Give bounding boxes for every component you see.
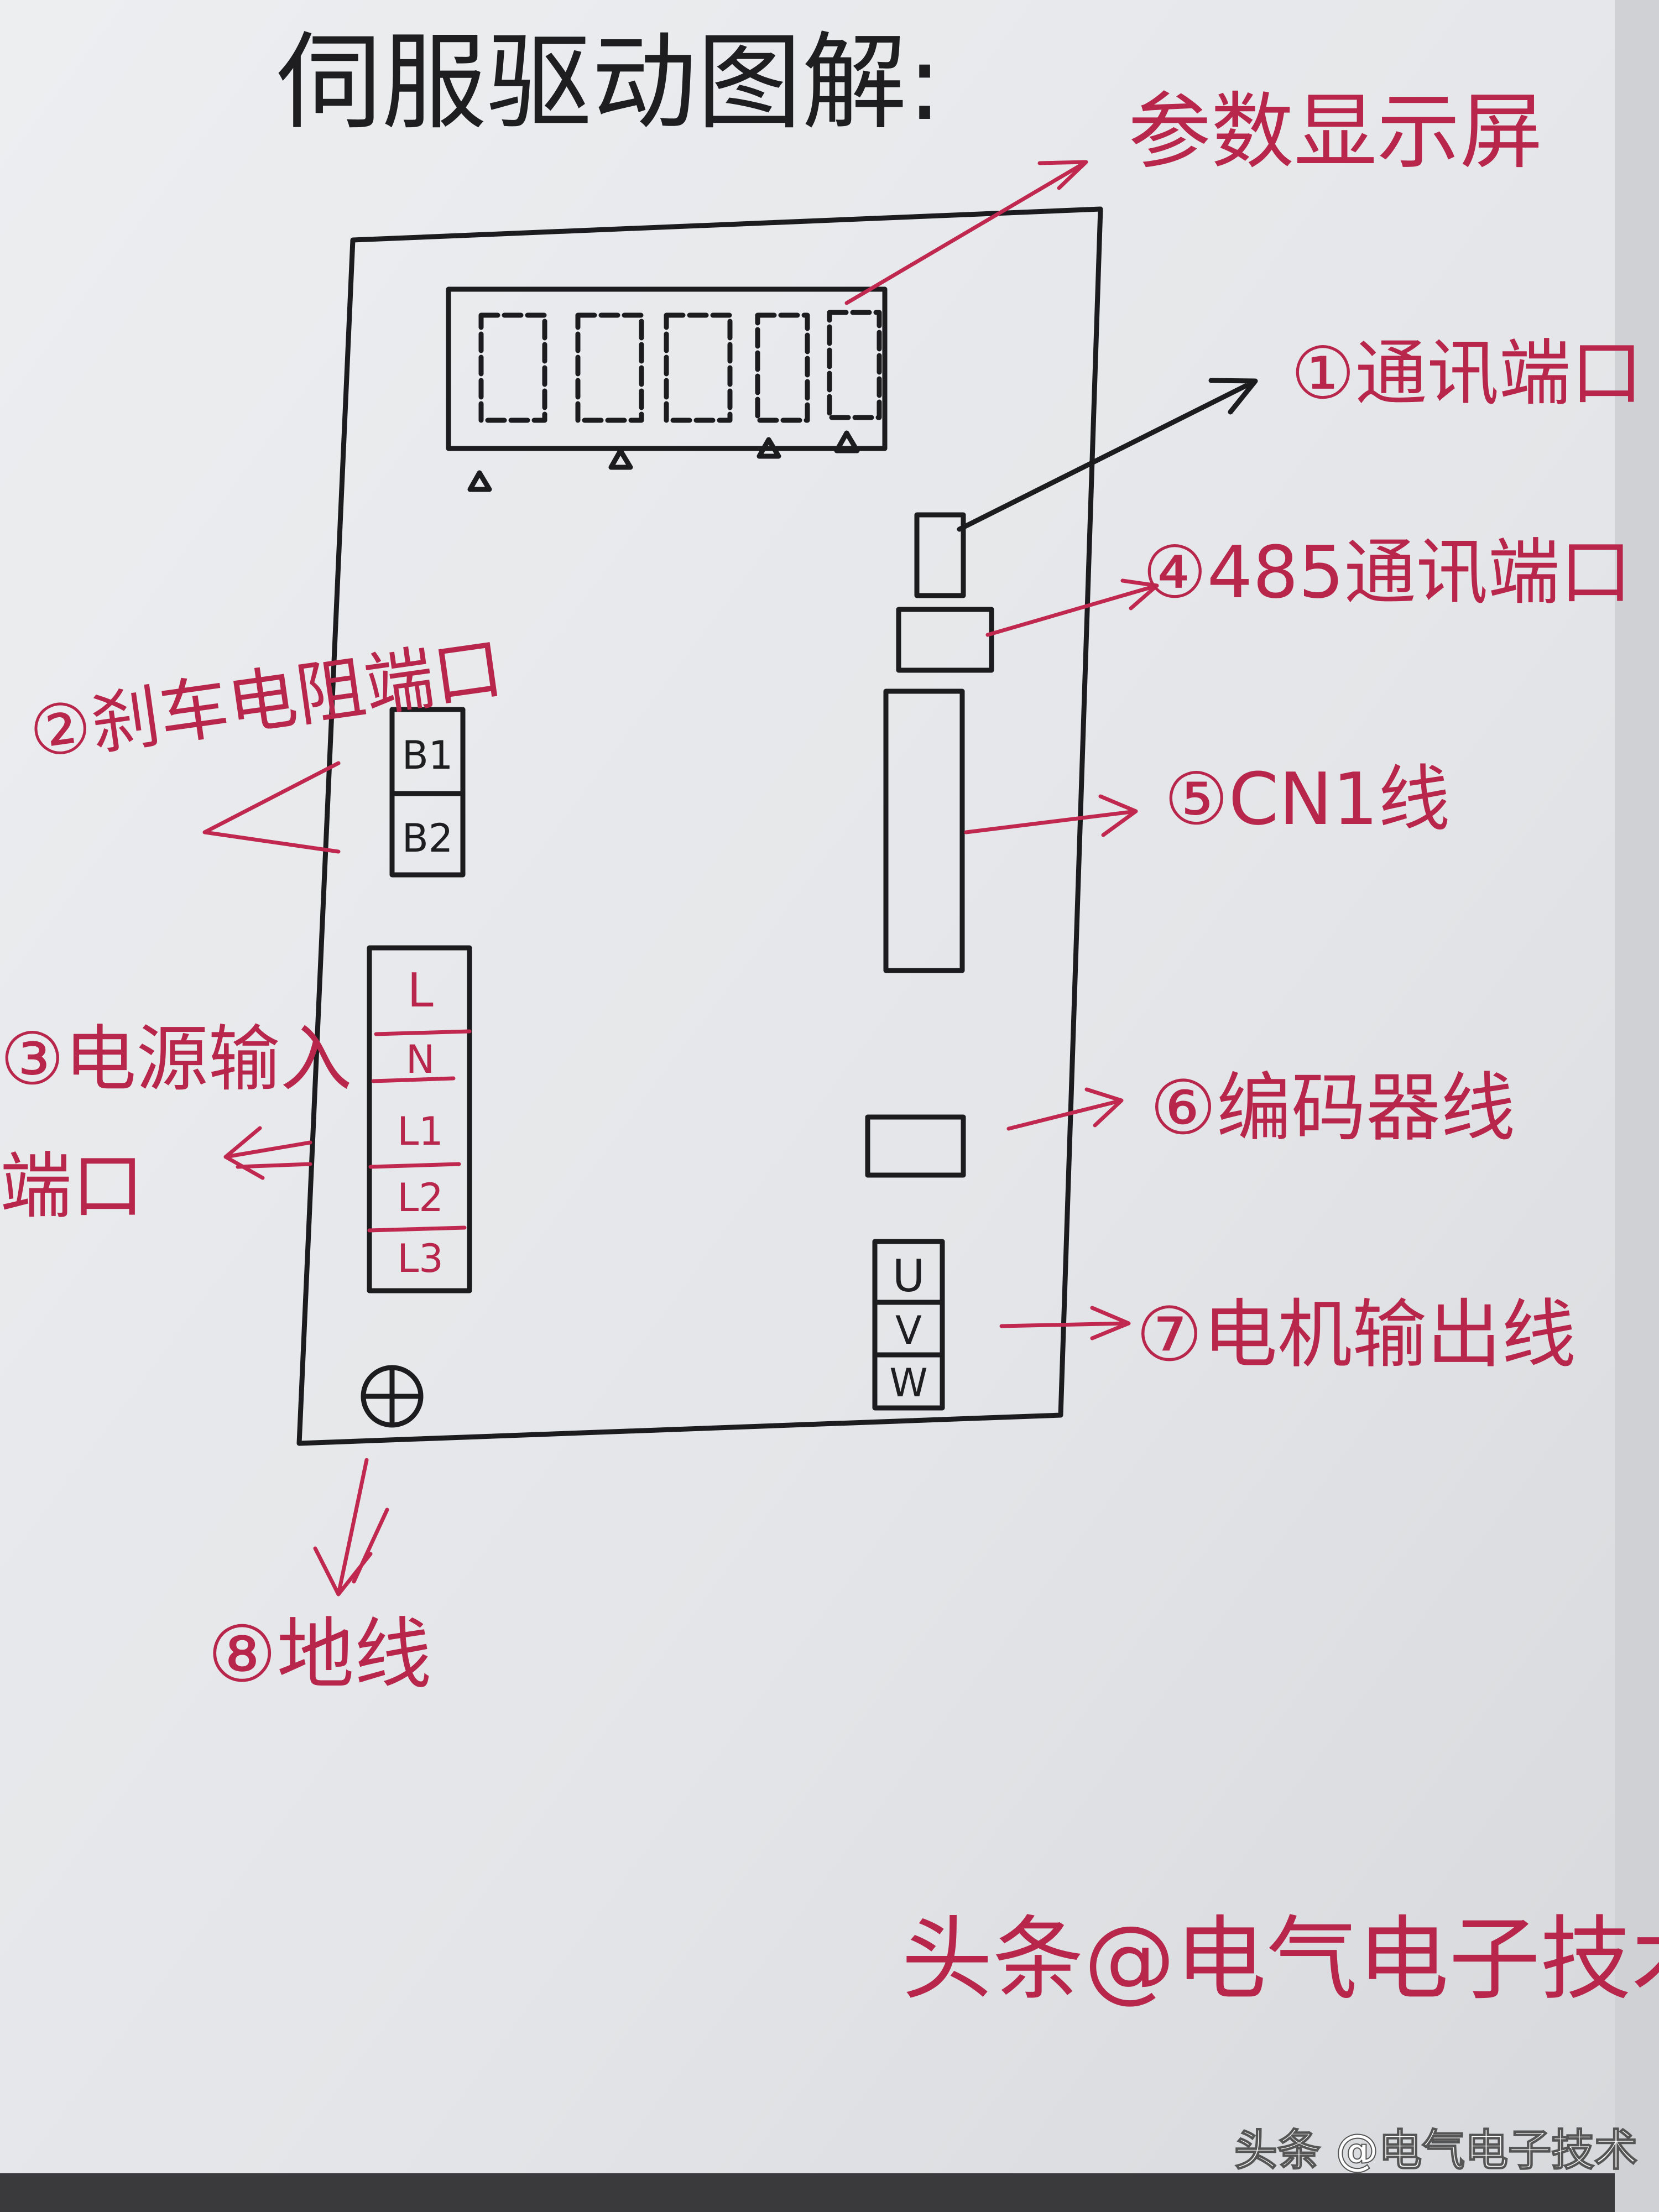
motor-arrow <box>999 1306 1131 1340</box>
display-arrow <box>844 160 1088 305</box>
title: 伺服驱动图解: <box>276 22 942 144</box>
ground-label: ⑧地线 <box>207 1610 432 1700</box>
rs485-label: ④485通讯端口 <box>1142 530 1632 614</box>
comm-port-label: ①通讯端口 <box>1291 331 1643 415</box>
terminal-w: W <box>889 1360 927 1406</box>
cn1-arrow <box>964 794 1138 837</box>
power-input-label-2: 端口 <box>0 1144 144 1228</box>
display-label: 参数显示屏 <box>1128 84 1543 180</box>
terminal-v: V <box>895 1308 922 1353</box>
ground-terminal-icon <box>361 1365 424 1428</box>
terminal-b2: B2 <box>402 816 453 861</box>
bottom-edge <box>0 2173 1659 2212</box>
brake-pointer-lines <box>202 761 341 854</box>
power-terminal-block: L N L1 L2 L3 <box>367 945 472 1293</box>
cn1-label: ⑤CN1线 <box>1164 757 1450 841</box>
terminal-u: U <box>893 1250 925 1302</box>
right-edge <box>1615 0 1659 2212</box>
rs485-port <box>896 607 994 673</box>
cn1-connector <box>883 688 965 973</box>
signature: 头条@电气电子技术 <box>901 1906 1659 2012</box>
terminal-l: L <box>407 963 433 1018</box>
comm-port-arrow <box>957 378 1258 532</box>
terminal-n: N <box>406 1037 435 1082</box>
comm-port <box>914 512 966 598</box>
terminal-l3: L3 <box>397 1236 444 1281</box>
ground-arrow <box>313 1458 389 1597</box>
motor-output-label: ⑦电机输出线 <box>1136 1291 1576 1378</box>
terminal-b1: B1 <box>402 733 453 778</box>
encoder-connector <box>865 1114 966 1178</box>
display-buttons <box>467 430 860 492</box>
rs485-arrow <box>985 578 1159 637</box>
encoder-label: ⑥编码器线 <box>1150 1065 1515 1151</box>
parameter-display <box>446 286 888 451</box>
motor-terminal-block: U V W <box>872 1239 945 1411</box>
brake-terminal-block: B1 B2 <box>389 707 466 878</box>
encoder-arrow <box>1006 1087 1124 1131</box>
watermark: 头条 @电气电子技术 <box>1234 2126 1637 2176</box>
driver-body <box>296 206 1103 1446</box>
terminal-l2: L2 <box>397 1175 444 1220</box>
power-input-label: ③电源输入 <box>0 1017 352 1101</box>
power-arrow <box>223 1126 312 1180</box>
terminal-l1: L1 <box>397 1109 444 1154</box>
